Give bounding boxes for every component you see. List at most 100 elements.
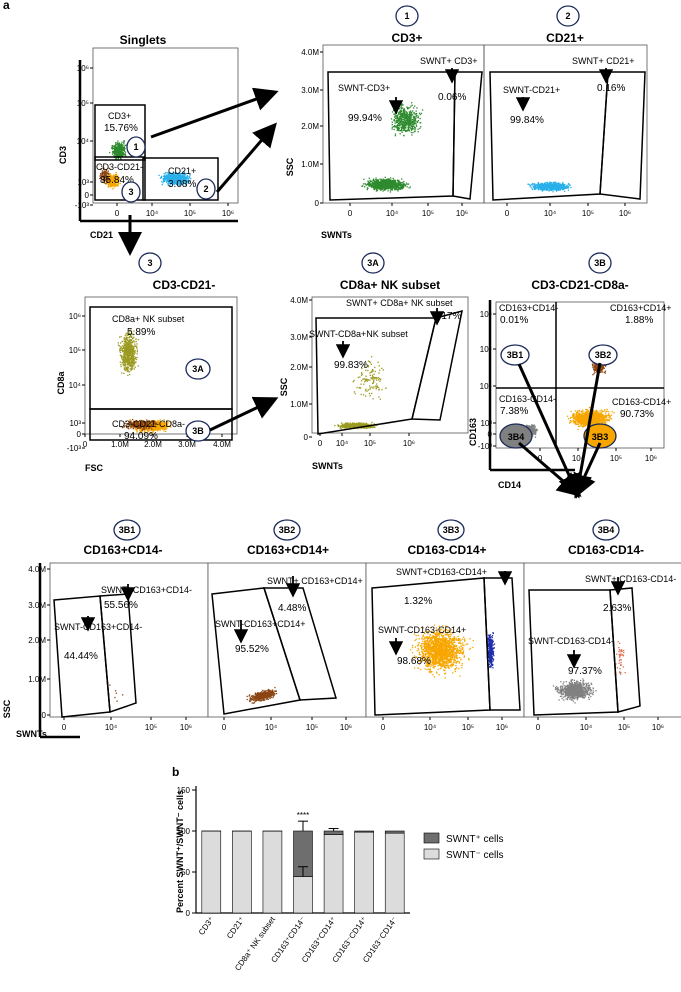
event-dot [121,340,123,342]
event-dot [133,351,135,353]
event-dot [173,177,175,180]
event-dot [126,359,128,361]
event-dot [131,364,133,366]
event-dot [163,173,165,175]
event-dot [403,128,406,130]
y-tick-label: 10⁵ [69,346,81,355]
event-dot [179,175,182,177]
event-dot [126,349,128,351]
event-dot [123,342,125,345]
event-dot [117,158,119,160]
event-dot [389,185,392,187]
event-dot [126,351,128,353]
event-dot [545,189,547,191]
event-dot [169,177,171,179]
event-dot [386,184,388,187]
event-dot [151,429,153,431]
event-dot [401,188,403,190]
event-dot [378,188,380,190]
event-dot [113,154,115,157]
event-dot [121,362,123,364]
event-dot [408,129,410,131]
gate-label-cd3: CD3+ [108,111,131,121]
event-dot [165,175,167,177]
event-dot [129,345,132,347]
event-dot [413,116,415,118]
event-dot [108,181,110,183]
plot-frame [483,44,648,204]
event-dot [410,131,412,134]
event-dot [189,175,191,177]
event-dot [110,178,112,181]
event-dot [394,125,396,127]
event-dot [120,335,122,338]
event-dot [385,182,388,184]
event-dot [397,188,400,191]
event-dot [120,147,122,149]
event-dot [111,188,114,190]
event-dot [166,179,168,182]
event-dot [398,180,400,182]
event-dot [179,176,181,178]
event-dot [404,120,406,122]
event-dot [174,176,176,178]
event-dot [565,186,567,188]
event-dot [115,183,117,185]
event-dot [106,177,108,179]
event-dot [166,427,168,429]
event-dot [556,184,558,187]
event-dot [368,183,370,186]
event-dot [117,344,120,346]
event-dot [403,108,405,111]
y-tick-label: 10⁴ [69,381,82,390]
event-dot [127,374,129,376]
event-dot [133,347,135,349]
event-dot [147,429,149,431]
event-dot [123,142,125,144]
event-dot [118,153,120,155]
event-dot [396,185,398,187]
event-dot [164,426,167,428]
event-dot [402,109,404,112]
event-dot [560,185,562,187]
event-dot [172,178,174,181]
gate-label-swnt-positive: SWNT+ CD3+ [420,56,478,66]
event-dot [394,182,396,184]
event-dot [107,186,109,188]
event-dot [172,181,175,183]
event-dot [397,107,399,110]
event-dot [397,128,399,130]
gate-label-swnt-negative: SWNT-CD21+ [503,85,560,95]
event-dot [396,127,398,129]
event-dot [170,177,172,179]
event-dot [125,155,127,157]
event-dot [379,184,381,187]
event-dot [110,184,112,187]
event-dot [111,153,114,155]
event-dot [131,336,133,338]
event-dot [176,178,178,180]
event-dot [398,188,400,190]
event-dot [527,183,529,185]
event-dot [126,354,129,356]
event-dot [101,175,103,177]
event-dot [401,131,403,133]
event-dot [123,349,125,351]
event-dot [180,175,183,177]
event-dot [559,188,561,190]
event-dot [112,181,114,183]
event-dot [393,126,395,128]
x-tick-label: 2.0M [144,440,162,449]
event-dot [127,351,130,353]
y-tick-label: 10⁵ [77,99,89,108]
event-dot [400,185,402,187]
event-dot [398,118,401,120]
event-dot [178,174,181,176]
event-dot [125,332,127,335]
event-dot [107,185,110,187]
x-tick-label: 10⁵ [422,209,434,218]
event-dot [169,424,171,427]
event-dot [130,365,133,367]
event-dot [404,117,406,119]
event-dot [415,124,417,126]
